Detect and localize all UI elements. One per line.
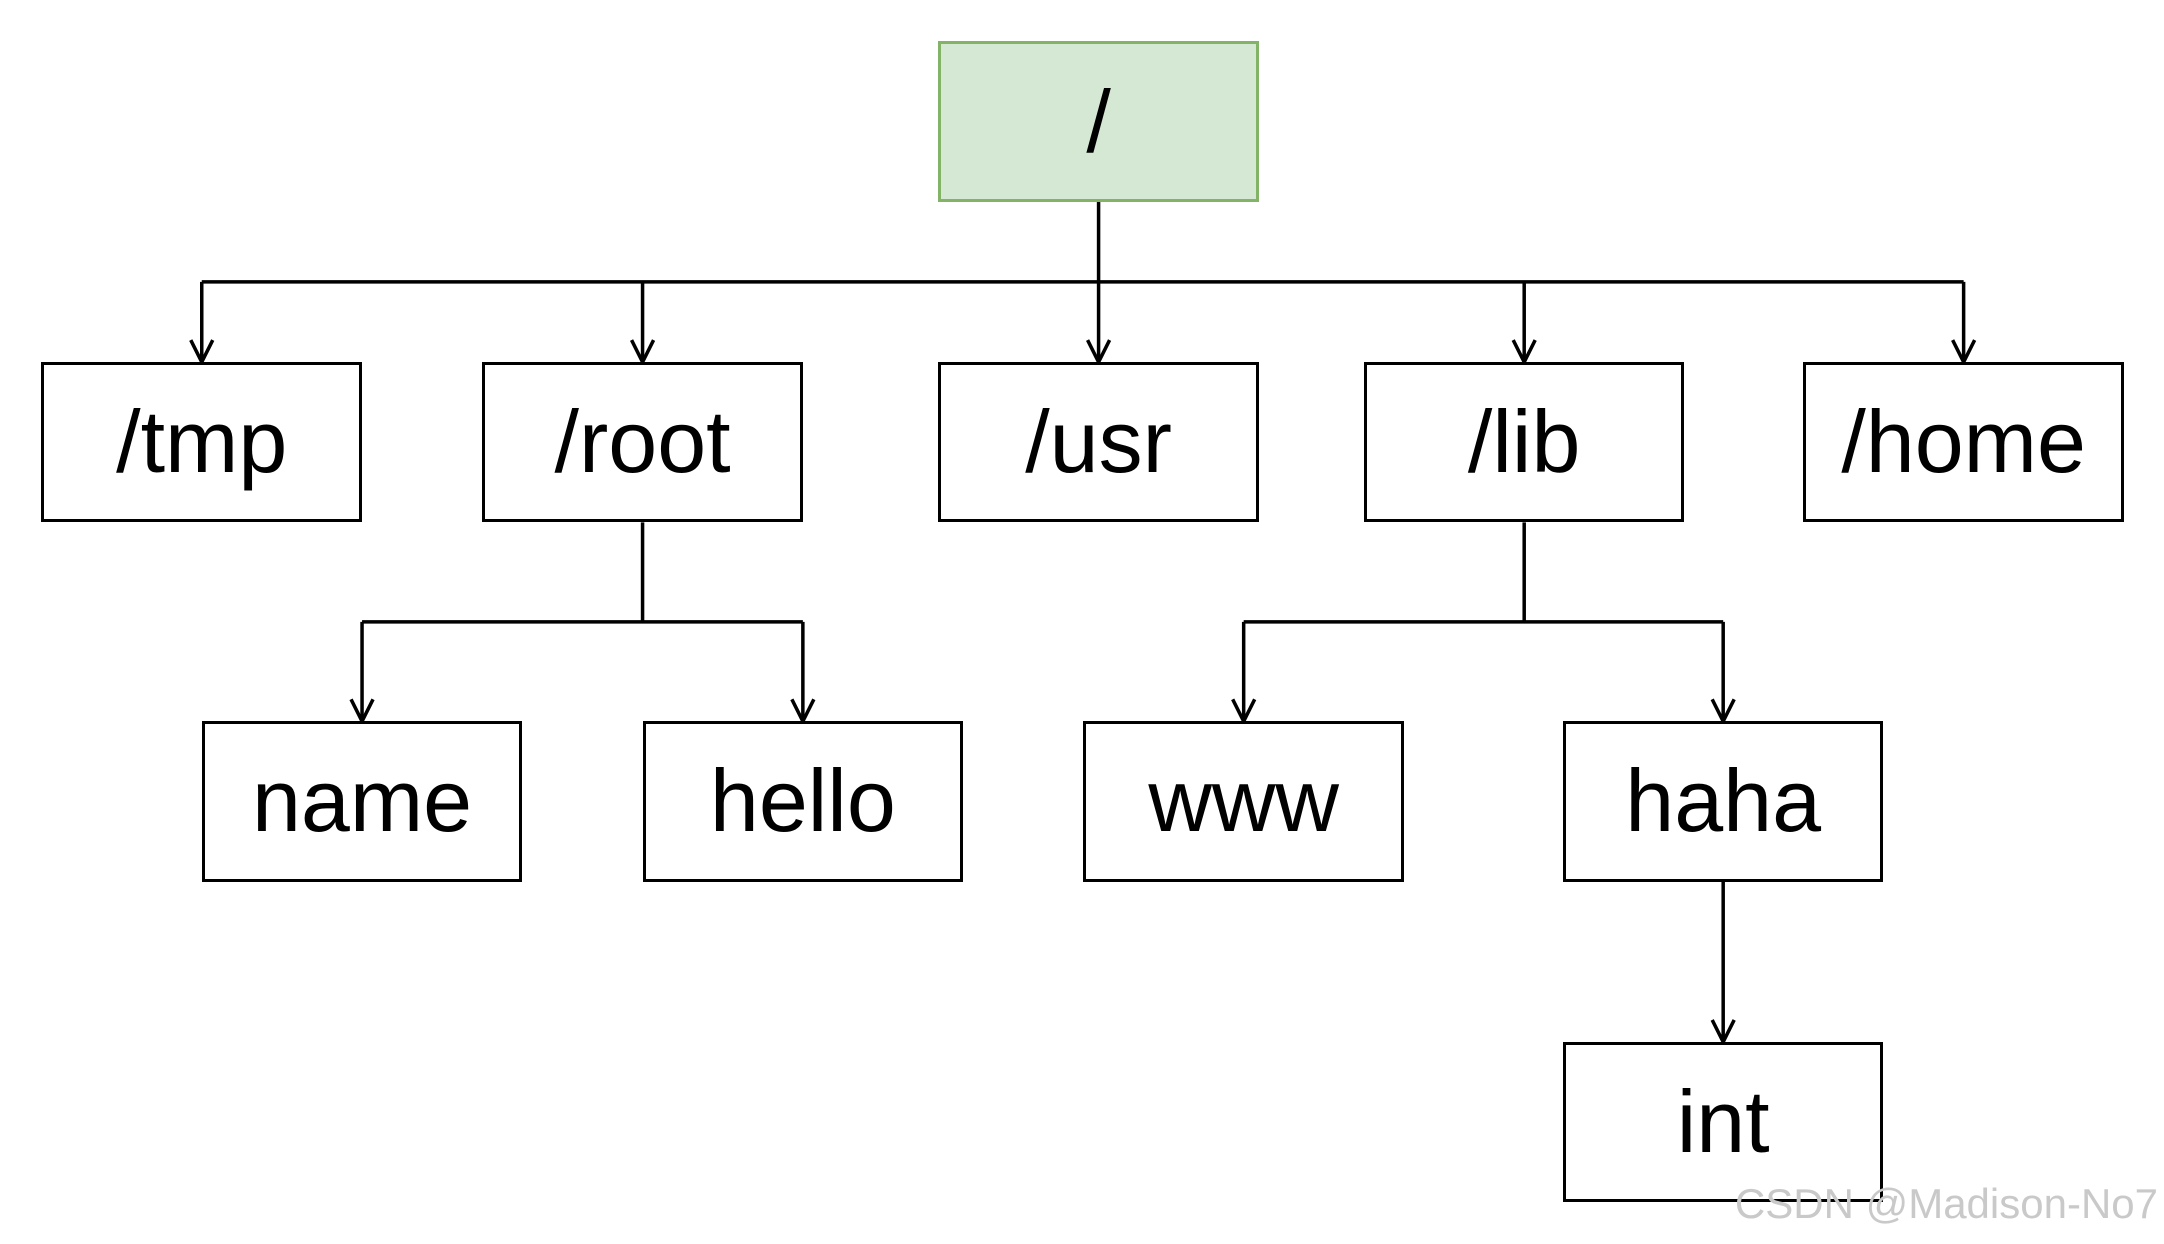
node-int-label: int bbox=[1676, 1072, 1770, 1172]
node-usr-label: /usr bbox=[1025, 392, 1172, 492]
node-home: /home bbox=[1803, 362, 2124, 523]
node-lib: /lib bbox=[1363, 362, 1685, 523]
node-int: int bbox=[1562, 1041, 1884, 1203]
node-www-label: www bbox=[1148, 751, 1339, 851]
node-name-label: name bbox=[251, 751, 473, 851]
node-lib-label: /lib bbox=[1467, 392, 1581, 492]
node-root: / bbox=[938, 41, 1259, 202]
node-tmp-label: /tmp bbox=[116, 392, 288, 492]
node-usr: /usr bbox=[938, 362, 1259, 523]
node-hello-label: hello bbox=[709, 751, 896, 851]
node-tmp: /tmp bbox=[41, 362, 363, 523]
node-root-label: / bbox=[1086, 71, 1111, 171]
node-haha-label: haha bbox=[1625, 751, 1822, 851]
node-haha: haha bbox=[1562, 721, 1884, 882]
node-root-dir-label: /root bbox=[554, 392, 731, 492]
node-root-dir: /root bbox=[482, 362, 803, 523]
node-name: name bbox=[201, 721, 523, 882]
node-home-label: /home bbox=[1841, 392, 2086, 492]
node-hello: hello bbox=[642, 721, 964, 882]
node-www: www bbox=[1083, 721, 1404, 882]
watermark-text: CSDN @Madison-No7 bbox=[1734, 1180, 2158, 1227]
